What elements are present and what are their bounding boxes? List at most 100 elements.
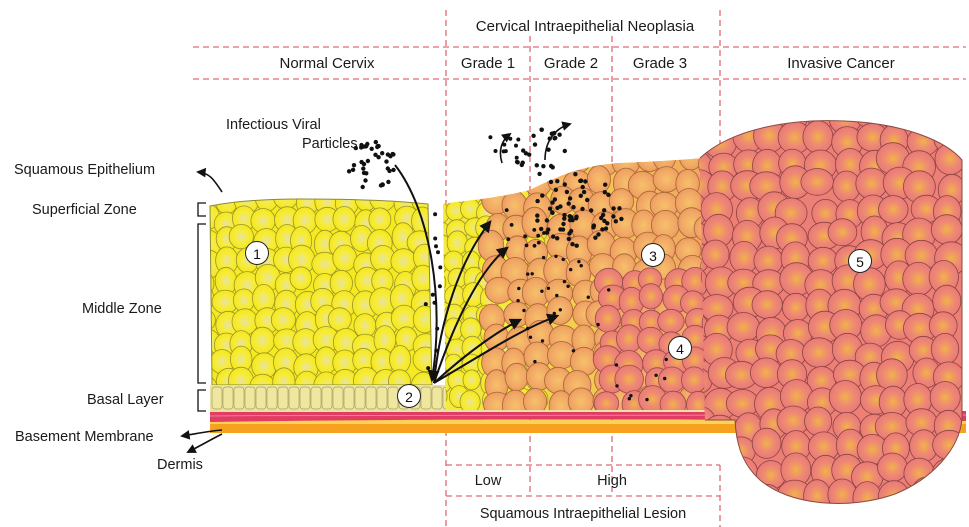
basal-cell [377, 387, 387, 409]
cancer-cell [931, 333, 958, 364]
cin-cell [595, 305, 620, 332]
normal-epithelium [190, 183, 439, 400]
viral-particle-dot [619, 217, 623, 221]
viral-particle-dot [508, 137, 512, 141]
viral-particle-dot [523, 234, 527, 238]
viral-particle-dot [553, 312, 556, 315]
viral-particle-dot [533, 142, 537, 146]
viral-particle-dot [596, 323, 599, 326]
basal-cell [366, 387, 376, 409]
cin-cell [682, 367, 707, 393]
basal-cell [344, 387, 354, 409]
viral-particle-dot [516, 299, 519, 302]
viral-particle-dot [571, 205, 575, 209]
viral-particle-dot [565, 190, 569, 194]
viral-particle-dot [563, 182, 567, 186]
basal-cell [278, 387, 288, 409]
viral-particle-dot [541, 164, 545, 168]
viral-particle-dot [359, 143, 363, 147]
viral-particle-dot [521, 148, 525, 152]
viral-particle-dot [379, 183, 383, 187]
cancer-cell [750, 484, 782, 514]
viral-particle-dot [555, 179, 559, 183]
viral-particle-dot [614, 219, 618, 223]
cancer-cell [829, 381, 861, 414]
viral-particles-label-line2: Particles [302, 137, 358, 152]
viral-particle-dot [531, 272, 534, 275]
viral-particle-dot [384, 159, 388, 163]
viral-particle-dot [574, 216, 578, 220]
viral-particle-dot [645, 398, 648, 401]
viral-particle-dot [374, 140, 378, 144]
normal-cell [273, 183, 298, 209]
viral-particle-dot [387, 169, 391, 173]
viral-particle-dot [555, 236, 559, 240]
cancer-cell [909, 100, 940, 128]
viral-particle-dot [579, 179, 583, 183]
viral-particle-dot [434, 244, 438, 248]
basal-cell [311, 387, 321, 409]
normal-cell [250, 327, 274, 354]
viral-particle-dot [532, 228, 536, 232]
viral-particle-dot [562, 258, 565, 261]
viral-particle-dot [617, 206, 621, 210]
cin-cell [615, 365, 644, 393]
normal-cell [271, 308, 295, 332]
viral-particle-dot [553, 197, 557, 201]
cancer-cell [912, 477, 941, 508]
cin-cell [486, 170, 512, 199]
viral-particle-dot [510, 223, 514, 227]
cancer-cell [856, 168, 888, 199]
viral-particle-dot [438, 265, 442, 269]
basal-layer-label: Basal Layer [87, 393, 164, 408]
cancer-cell [933, 430, 966, 459]
normal-cell [333, 207, 356, 232]
basal-cell [322, 387, 332, 409]
viral-particle-dot [525, 244, 529, 248]
viral-particle-dot [579, 194, 583, 198]
cancer-cell [930, 382, 960, 414]
viral-particle-dot [607, 288, 610, 291]
cancer-cell [708, 430, 740, 459]
viral-particle-dot [361, 166, 365, 170]
marker-2: 2 [397, 384, 421, 408]
viral-particle-dot [494, 149, 498, 153]
viral-particle-dot [663, 377, 666, 380]
cancer-cell [931, 215, 962, 245]
dermis-label: Dermis [157, 458, 203, 473]
viral-particle-dot [359, 160, 363, 164]
viral-particle-dot [537, 172, 541, 176]
normal-cell [413, 306, 436, 333]
normal-cell [215, 187, 238, 214]
normal-cell [191, 346, 215, 372]
viral-particle-dot [591, 225, 595, 229]
viral-particle-dot [615, 363, 618, 366]
marker-4: 4 [668, 336, 692, 360]
basal-cell [212, 387, 222, 409]
viral-particle-dot [363, 178, 367, 182]
cancer-cell [752, 428, 781, 458]
cancer-cell [752, 291, 782, 319]
viral-particle-dot [533, 244, 537, 248]
cancer-cell [727, 484, 760, 513]
cin-cell [460, 391, 480, 414]
viral-particle-dot [488, 135, 492, 139]
viral-particle-dot [603, 190, 607, 194]
viral-particle-dot [611, 214, 615, 218]
viral-particle-dot [569, 268, 572, 271]
squamous-epithelium-label: Squamous Epithelium [14, 163, 155, 178]
middle-zone-label: Middle Zone [82, 302, 162, 317]
viral-particle-dot [563, 280, 566, 283]
cancer-cell [709, 96, 740, 130]
cin-epithelium [427, 142, 734, 421]
viral-particle-dot [390, 152, 394, 156]
basal-cell [267, 387, 277, 409]
viral-particle-dot [601, 213, 605, 217]
viral-particle-dot [366, 159, 370, 163]
viral-particle-dot [562, 216, 566, 220]
viral-particle-dot [555, 294, 558, 297]
basal-cell [355, 387, 365, 409]
viral-particle-dot [527, 152, 531, 156]
cin-cell [567, 148, 591, 173]
cancer-cell [828, 219, 857, 246]
